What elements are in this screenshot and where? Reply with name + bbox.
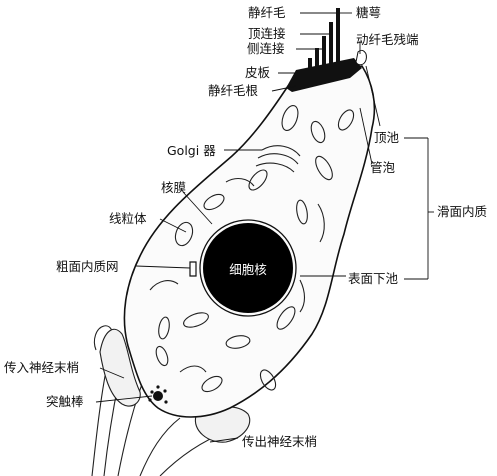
label-rough-er: 粗面内质网 [56,259,119,274]
nucleus [203,223,293,313]
label-tip-link: 顶连接 [248,26,286,41]
label-tubular-vesicle: 管泡 [370,160,396,175]
rough-er-shape [189,261,197,277]
label-stereocilia-root: 静纤毛根 [208,83,259,98]
label-efferent-ending: 传出神经末梢 [242,434,317,449]
label-synaptic-ribbon: 突触棒 [46,394,84,409]
kinocilium-remnant [355,49,367,66]
label-cuticular-plate: 皮板 [245,65,271,80]
stereocilia [308,8,340,72]
label-side-link: 侧连接 [247,41,285,56]
synaptic-ribbon [148,385,168,404]
label-nuclear-membrane: 核膜 [161,180,186,195]
organelles [149,105,355,393]
nuclear-membrane [199,219,297,317]
label-stereocilia: 静纤毛 [248,5,286,20]
leader-lines [95,12,434,443]
label-glycocalyx: 糖萼 [356,5,381,20]
label-golgi: Golgi 器 [167,143,216,158]
label-subsurface-cistern: 表面下池 [348,271,399,286]
label-apical-cistern: 顶池 [374,130,400,145]
label-afferent-ending: 传入神经末梢 [4,360,79,375]
label-kinocilium-remnant: 动纤毛残端 [356,32,419,47]
cuticular-plate [286,58,362,92]
label-mitochondrion: 线粒体 [109,211,147,226]
afferent-nerve-ending-shape [99,328,141,407]
label-nucleus: 细胞核 [229,262,267,277]
label-smooth-er: 滑面内质 [437,204,487,219]
